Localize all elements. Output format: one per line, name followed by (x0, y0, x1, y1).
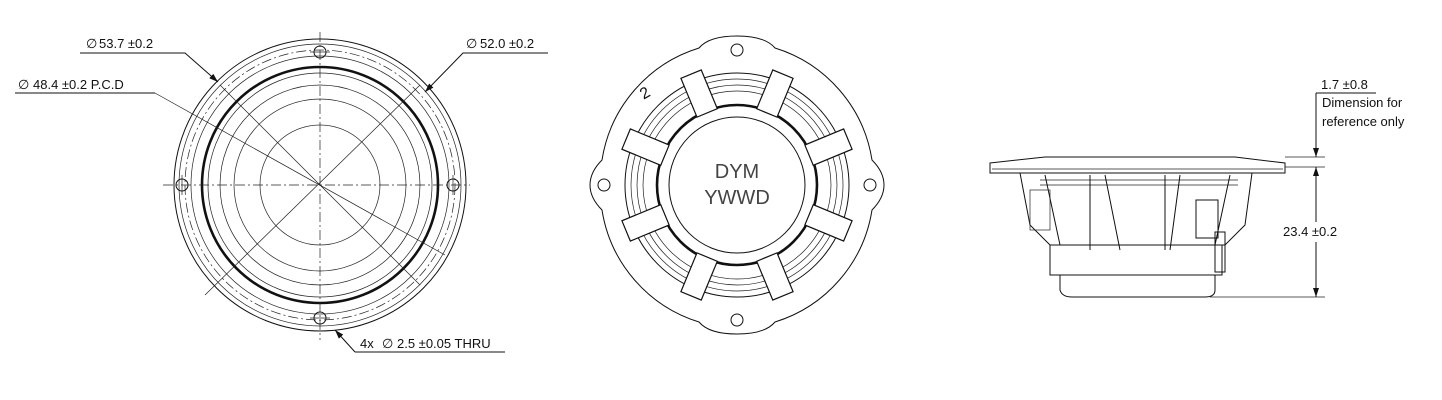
pin-number: 2 (637, 84, 653, 103)
frame-spokes (621, 69, 853, 301)
dim-inner-diameter: 52.0 ±0.2 (480, 36, 534, 51)
dim-outer-diameter: 53.7 ±0.2 (99, 36, 153, 51)
diameter-symbol: ∅ (18, 77, 29, 92)
frame-spoke (680, 69, 719, 118)
marking-line1: DYM (715, 161, 759, 183)
frame-spoke (621, 203, 670, 242)
frame-spoke (680, 252, 719, 301)
frame-spoke (621, 128, 670, 167)
frame-spoke (755, 252, 794, 301)
frame-spoke (804, 128, 853, 167)
front-view: ∅ 53.7 ±0.2 ∅ 48.4 ±0.2 P.C.D ∅ 52.0 ±0.… (15, 32, 548, 353)
dim-holes-count: 4x (360, 336, 374, 351)
side-view: 1.7 ±0.8 Dimension for reference only 23… (989, 77, 1405, 298)
diameter-symbol: ∅ (466, 36, 477, 51)
dim-top-offset: 1.7 ±0.8 (1321, 77, 1368, 92)
marking-line2: YWWD (704, 187, 770, 209)
note-line1: Dimension for (1322, 95, 1403, 110)
frame-spoke (755, 69, 794, 118)
dim-pcd: 48.4 ±0.2 P.C.D (33, 77, 124, 92)
diameter-symbol: ∅ (382, 336, 393, 351)
dim-height: 23.4 ±0.2 (1283, 224, 1337, 239)
frame-spoke (804, 203, 853, 242)
dim-holes: 2.5 ±0.05 THRU (397, 336, 491, 351)
back-view: DYM YWWD 2 (589, 35, 885, 335)
diameter-symbol: ∅ (86, 36, 97, 51)
note-line2: reference only (1322, 114, 1405, 129)
